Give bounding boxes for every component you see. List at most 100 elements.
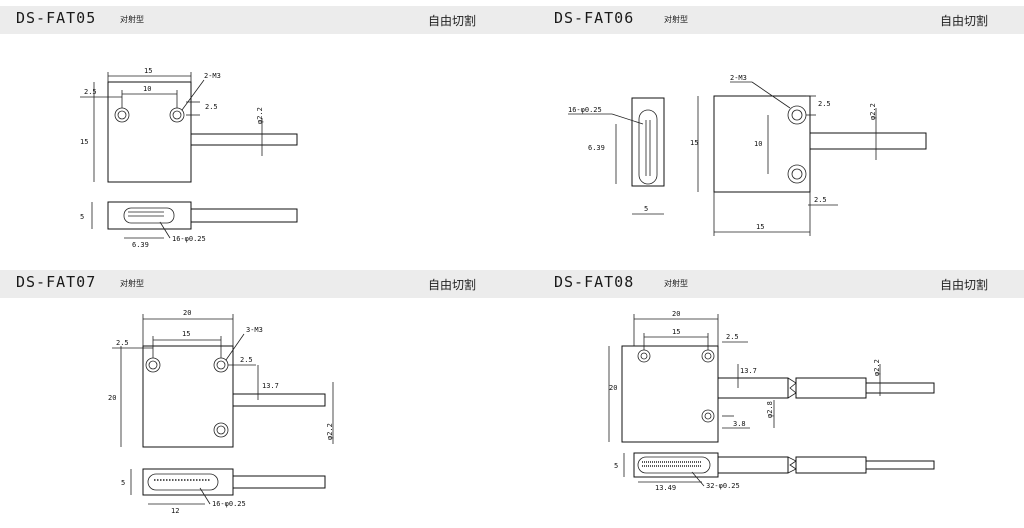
mount-hole-inner: [216, 425, 226, 435]
drawing-fat08: 20 15 2.5 20 13.7 φ2.2 φ2.8 3.8 5 13.49 …: [608, 310, 935, 492]
cable-side: [232, 475, 326, 489]
dim-window-len: 6.39: [588, 144, 605, 152]
dim-edge-right: 2.5: [814, 196, 827, 204]
fiber-window: [123, 207, 175, 224]
drawing-fat05: 15 10 2.5 2-M3 2.5 15 φ2.2 5 6.39 16-φ0.…: [80, 67, 298, 249]
sensor-type: 对射型: [664, 15, 688, 24]
dim-width: 20: [183, 309, 191, 317]
sensor-type: 对射型: [120, 279, 144, 288]
cut-note: 自由切割: [427, 278, 476, 292]
cable-side: [717, 456, 789, 474]
dim-edge-right: 2.5: [726, 333, 739, 341]
dim-hole-spacing: 10: [143, 85, 151, 93]
panel-header: DS-FAT05 对射型 自由切割: [0, 6, 512, 34]
dim-edge-left: 2.5: [84, 88, 97, 96]
sensor-type: 对射型: [664, 279, 688, 288]
dim-hole-spacing: 15: [672, 328, 680, 336]
dim-width: 20: [672, 310, 680, 318]
cut-note: 自由切割: [939, 14, 988, 28]
dim-height: 15: [80, 138, 88, 146]
cable-side: [190, 208, 298, 223]
sensor-body: [621, 345, 719, 443]
mount-hole-inner: [172, 110, 182, 120]
dim-fibers: 16-φ0.25: [568, 106, 602, 114]
dim-edge-top: 2.5: [205, 103, 218, 111]
panel-ds-fat05: DS-FAT05 对射型 自由切割 15 10 2.5 2-M3 2.5 15 …: [0, 0, 512, 264]
dim-holes: 2-M3: [204, 72, 221, 80]
mount-hole-inner: [640, 352, 648, 360]
panel-header: DS-FAT08 对射型 自由切割: [512, 270, 1024, 298]
sensor-side: [142, 468, 234, 496]
cable-sleeve-side: [795, 456, 867, 474]
dim-cable-offset: 13.7: [262, 382, 279, 390]
mount-hole: [213, 422, 229, 438]
dim-cable-dia-small: φ2.2: [873, 359, 881, 376]
dim-width: 15: [756, 223, 764, 231]
dim-thickness: 5: [121, 479, 125, 487]
cut-note: 自由切割: [939, 278, 988, 292]
mount-hole-inner: [791, 109, 803, 121]
drawing-fat07: 20 15 2.5 3-M3 2.5 13.7 20 φ2.2 5 12 16-…: [108, 309, 334, 515]
panel-ds-fat07: DS-FAT07 对射型 自由切割 20 15 2.5 3-M3 2.5 13.…: [0, 264, 512, 528]
dim-height: 20: [108, 394, 116, 402]
dim-edge-top: 2.5: [240, 356, 253, 364]
cable-sleeve: [717, 377, 789, 399]
dim-window-len: 13.49: [655, 484, 676, 492]
fiber-window: [638, 109, 658, 185]
dim-cable-dia: φ2.2: [256, 107, 264, 124]
mount-hole: [787, 164, 807, 184]
dim-hole-spacing: 10: [754, 140, 762, 148]
panel-header: DS-FAT06 对射型 自由切割: [512, 6, 1024, 34]
sensor-body: [142, 345, 234, 448]
dim-cable-dia: φ2.2: [326, 423, 334, 440]
sensor-body: [713, 95, 811, 193]
dim-height: 15: [690, 139, 698, 147]
dim-width: 15: [144, 67, 152, 75]
cable-sleeve-end: [795, 377, 867, 399]
sensor-side: [631, 97, 665, 187]
dim-thickness: 5: [80, 213, 84, 221]
panel-header: DS-FAT07 对射型 自由切割: [0, 270, 512, 298]
mount-hole: [701, 409, 715, 423]
sensor-type: 对射型: [120, 15, 144, 24]
dim-sleeve-dia: φ2.8: [766, 401, 774, 418]
mount-hole-inner: [704, 352, 712, 360]
dim-edge-left: 2.5: [116, 339, 129, 347]
model-title: DS-FAT05: [16, 9, 97, 27]
mount-hole-inner: [216, 360, 226, 370]
panel-ds-fat08: DS-FAT08 对射型 自由切割 20 15 2.5 20 13.7 φ2.2…: [512, 264, 1024, 528]
model-title: DS-FAT07: [16, 273, 97, 291]
mount-hole-inner: [791, 168, 803, 180]
dim-holes: 2-M3: [730, 74, 747, 82]
dim-cable-dia: φ2.2: [869, 103, 877, 120]
mount-hole-inner: [117, 110, 127, 120]
model-title: DS-FAT08: [554, 273, 635, 291]
dim-fibers: 16-φ0.25: [172, 235, 206, 243]
dim-side-width: 5: [644, 205, 648, 213]
cable: [865, 382, 935, 394]
sensor-side: [107, 201, 192, 230]
cable-end-side: [865, 460, 935, 470]
dim-holes: 3-M3: [246, 326, 263, 334]
fiber-window: [637, 456, 711, 474]
fiber-window: [147, 473, 219, 491]
dim-fibers: 32-φ0.25: [706, 482, 740, 490]
dim-thickness: 5: [614, 462, 618, 470]
mount-hole-inner: [704, 412, 712, 420]
dim-edge-top: 2.5: [818, 100, 831, 108]
mount-hole-inner: [148, 360, 158, 370]
drawing-fat06: 16-φ0.25 6.39 5 2-M3 2.5 15 10 φ2.2 2.5 …: [568, 74, 927, 236]
model-title: DS-FAT06: [554, 9, 635, 27]
dim-height: 20: [609, 384, 617, 392]
dim-fibers: 16-φ0.25: [212, 500, 246, 508]
dim-cable-offset: 13.7: [740, 367, 757, 375]
dim-window-len: 6.39: [132, 241, 149, 249]
panel-ds-fat06: DS-FAT06 对射型 自由切割 16-φ0.25 6.39 5 2-M3 2…: [512, 0, 1024, 264]
cable: [232, 393, 326, 407]
cut-note: 自由切割: [427, 14, 476, 28]
dim-window-len: 12: [171, 507, 179, 515]
dim-hole-spacing: 15: [182, 330, 190, 338]
cable: [190, 133, 298, 146]
cable: [809, 132, 927, 150]
dim-edge-bottom: 3.8: [733, 420, 746, 428]
